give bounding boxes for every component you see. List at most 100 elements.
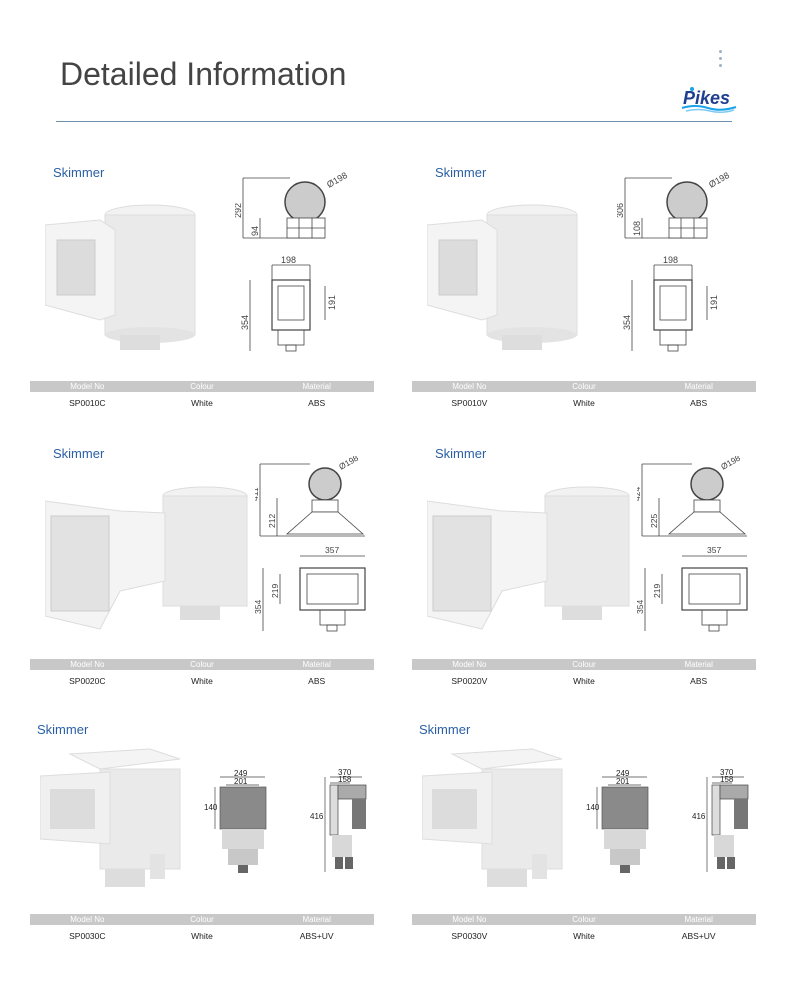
spec-table-header: Model No Colour Material bbox=[30, 381, 374, 392]
product-card: Skimmer 249 201 140 370 158 416 Model No… bbox=[412, 722, 762, 982]
dim-width: 249 bbox=[616, 769, 630, 778]
product-photo bbox=[40, 748, 181, 887]
dim-inner-width: 201 bbox=[234, 777, 248, 786]
technical-drawing: 424 225 Ø198 357 354 219 bbox=[637, 456, 748, 632]
header-model: Model No bbox=[452, 915, 487, 924]
header-colour: Colour bbox=[190, 915, 214, 924]
dim-depth-inner: 158 bbox=[720, 775, 734, 784]
header-material: Material bbox=[302, 915, 331, 924]
model-value: SP0020V bbox=[451, 676, 488, 686]
model-value: SP0020C bbox=[69, 676, 106, 686]
header-model: Model No bbox=[452, 660, 487, 669]
header-colour: Colour bbox=[190, 382, 214, 391]
header-colour: Colour bbox=[572, 382, 596, 391]
product-title: Skimmer bbox=[53, 165, 105, 180]
dim-total: 416 bbox=[310, 812, 324, 821]
header-model: Model No bbox=[70, 382, 105, 391]
pikes-logo: Pikes bbox=[681, 87, 737, 114]
product-card: Skimmer 306 108 Ø198 198 354 191 Model N… bbox=[412, 165, 762, 425]
header-model: Model No bbox=[452, 382, 487, 391]
spec-table: Model No Colour Material SP0010V White A… bbox=[412, 381, 756, 409]
spec-table-header: Model No Colour Material bbox=[412, 659, 756, 670]
dim-depth: 370 bbox=[338, 768, 352, 777]
header-material: Material bbox=[302, 382, 331, 391]
colour-value: White bbox=[573, 676, 595, 686]
material-value: ABS bbox=[690, 398, 708, 408]
spec-table: Model No Colour Material SP0010C White A… bbox=[30, 381, 374, 409]
product-photo bbox=[422, 748, 563, 887]
dim-height: 306 bbox=[617, 203, 625, 218]
spec-table-row: SP0020C White ABS bbox=[30, 675, 374, 687]
dim-mid: 140 bbox=[586, 803, 600, 812]
technical-drawing: 306 108 Ø198 198 354 191 bbox=[617, 170, 731, 352]
header-material: Material bbox=[684, 382, 713, 391]
dim-total: 354 bbox=[240, 315, 250, 330]
spec-table-header: Model No Colour Material bbox=[30, 659, 374, 670]
spec-table-row: SP0010V White ABS bbox=[412, 397, 756, 409]
header-colour: Colour bbox=[572, 915, 596, 924]
dim-total: 354 bbox=[255, 600, 263, 614]
material-value: ABS+UV bbox=[681, 931, 716, 941]
model-value: SP0010C bbox=[69, 398, 106, 408]
dim-height: 292 bbox=[235, 203, 243, 218]
product-title: Skimmer bbox=[419, 722, 471, 737]
dim-diameter: Ø198 bbox=[719, 456, 742, 472]
header-model: Model No bbox=[70, 660, 105, 669]
model-value: SP0030C bbox=[69, 931, 106, 941]
spec-table: Model No Colour Material SP0030V White A… bbox=[412, 914, 756, 942]
colour-value: White bbox=[191, 398, 213, 408]
dim-diameter: Ø198 bbox=[337, 456, 360, 472]
header-model: Model No bbox=[70, 915, 105, 924]
dim-depth: 370 bbox=[720, 768, 734, 777]
dim-total: 354 bbox=[637, 600, 645, 614]
header-material: Material bbox=[684, 915, 713, 924]
product-card: Skimmer 249 201 140 370 158 416 Model No… bbox=[30, 722, 380, 982]
dim-total: 354 bbox=[622, 315, 632, 330]
dim-inner: 191 bbox=[327, 295, 337, 310]
dim-width: 357 bbox=[325, 545, 339, 555]
product-title: Skimmer bbox=[37, 722, 89, 737]
product-title: Skimmer bbox=[435, 165, 487, 180]
colour-value: White bbox=[573, 931, 595, 941]
dim-diameter: Ø198 bbox=[707, 170, 731, 190]
spec-table-header: Model No Colour Material bbox=[30, 914, 374, 925]
dim-inner-width: 201 bbox=[616, 777, 630, 786]
dim-depth-inner: 158 bbox=[338, 775, 352, 784]
spec-table: Model No Colour Material SP0020V White A… bbox=[412, 659, 756, 687]
spec-table-row: SP0010C White ABS bbox=[30, 397, 374, 409]
spec-table: Model No Colour Material SP0020C White A… bbox=[30, 659, 374, 687]
product-card: Skimmer 411 212 Ø198 357 354 219 Model N… bbox=[30, 446, 380, 706]
dim-mid: 140 bbox=[204, 803, 218, 812]
product-photo bbox=[427, 204, 578, 350]
product-card: Skimmer 424 225 Ø198 357 354 219 Model N… bbox=[412, 446, 762, 706]
technical-drawing: 292 94 Ø198 198 354 191 bbox=[235, 170, 349, 352]
dim-mid: 108 bbox=[632, 221, 642, 236]
material-value: ABS+UV bbox=[299, 931, 334, 941]
colour-value: White bbox=[573, 398, 595, 408]
dim-inner: 219 bbox=[270, 584, 280, 598]
technical-drawing: 249 201 140 370 158 416 bbox=[586, 768, 749, 873]
technical-drawing: 411 212 Ø198 357 354 219 bbox=[255, 456, 366, 632]
dim-inner: 191 bbox=[709, 295, 719, 310]
header-colour: Colour bbox=[190, 660, 214, 669]
dim-width: 198 bbox=[663, 255, 678, 265]
spec-table-header: Model No Colour Material bbox=[412, 381, 756, 392]
spec-table: Model No Colour Material SP0030C White A… bbox=[30, 914, 374, 942]
svg-text:Pikes: Pikes bbox=[683, 88, 730, 108]
dim-mid: 225 bbox=[649, 514, 659, 528]
model-value: SP0030V bbox=[451, 931, 488, 941]
dim-inner: 219 bbox=[652, 584, 662, 598]
dim-height: 424 bbox=[637, 487, 642, 501]
dim-width: 198 bbox=[281, 255, 296, 265]
colour-value: White bbox=[191, 931, 213, 941]
spec-table-row: SP0020V White ABS bbox=[412, 675, 756, 687]
product-photo bbox=[45, 204, 196, 350]
dim-width: 357 bbox=[707, 545, 721, 555]
dim-height: 411 bbox=[255, 487, 260, 501]
dim-diameter: Ø198 bbox=[325, 170, 349, 190]
header-colour: Colour bbox=[572, 660, 596, 669]
more-options-icon[interactable] bbox=[719, 50, 723, 71]
product-photo bbox=[45, 486, 248, 630]
material-value: ABS bbox=[308, 676, 326, 686]
product-card: Skimmer 292 94 Ø198 198 354 191 Model No… bbox=[30, 165, 380, 425]
